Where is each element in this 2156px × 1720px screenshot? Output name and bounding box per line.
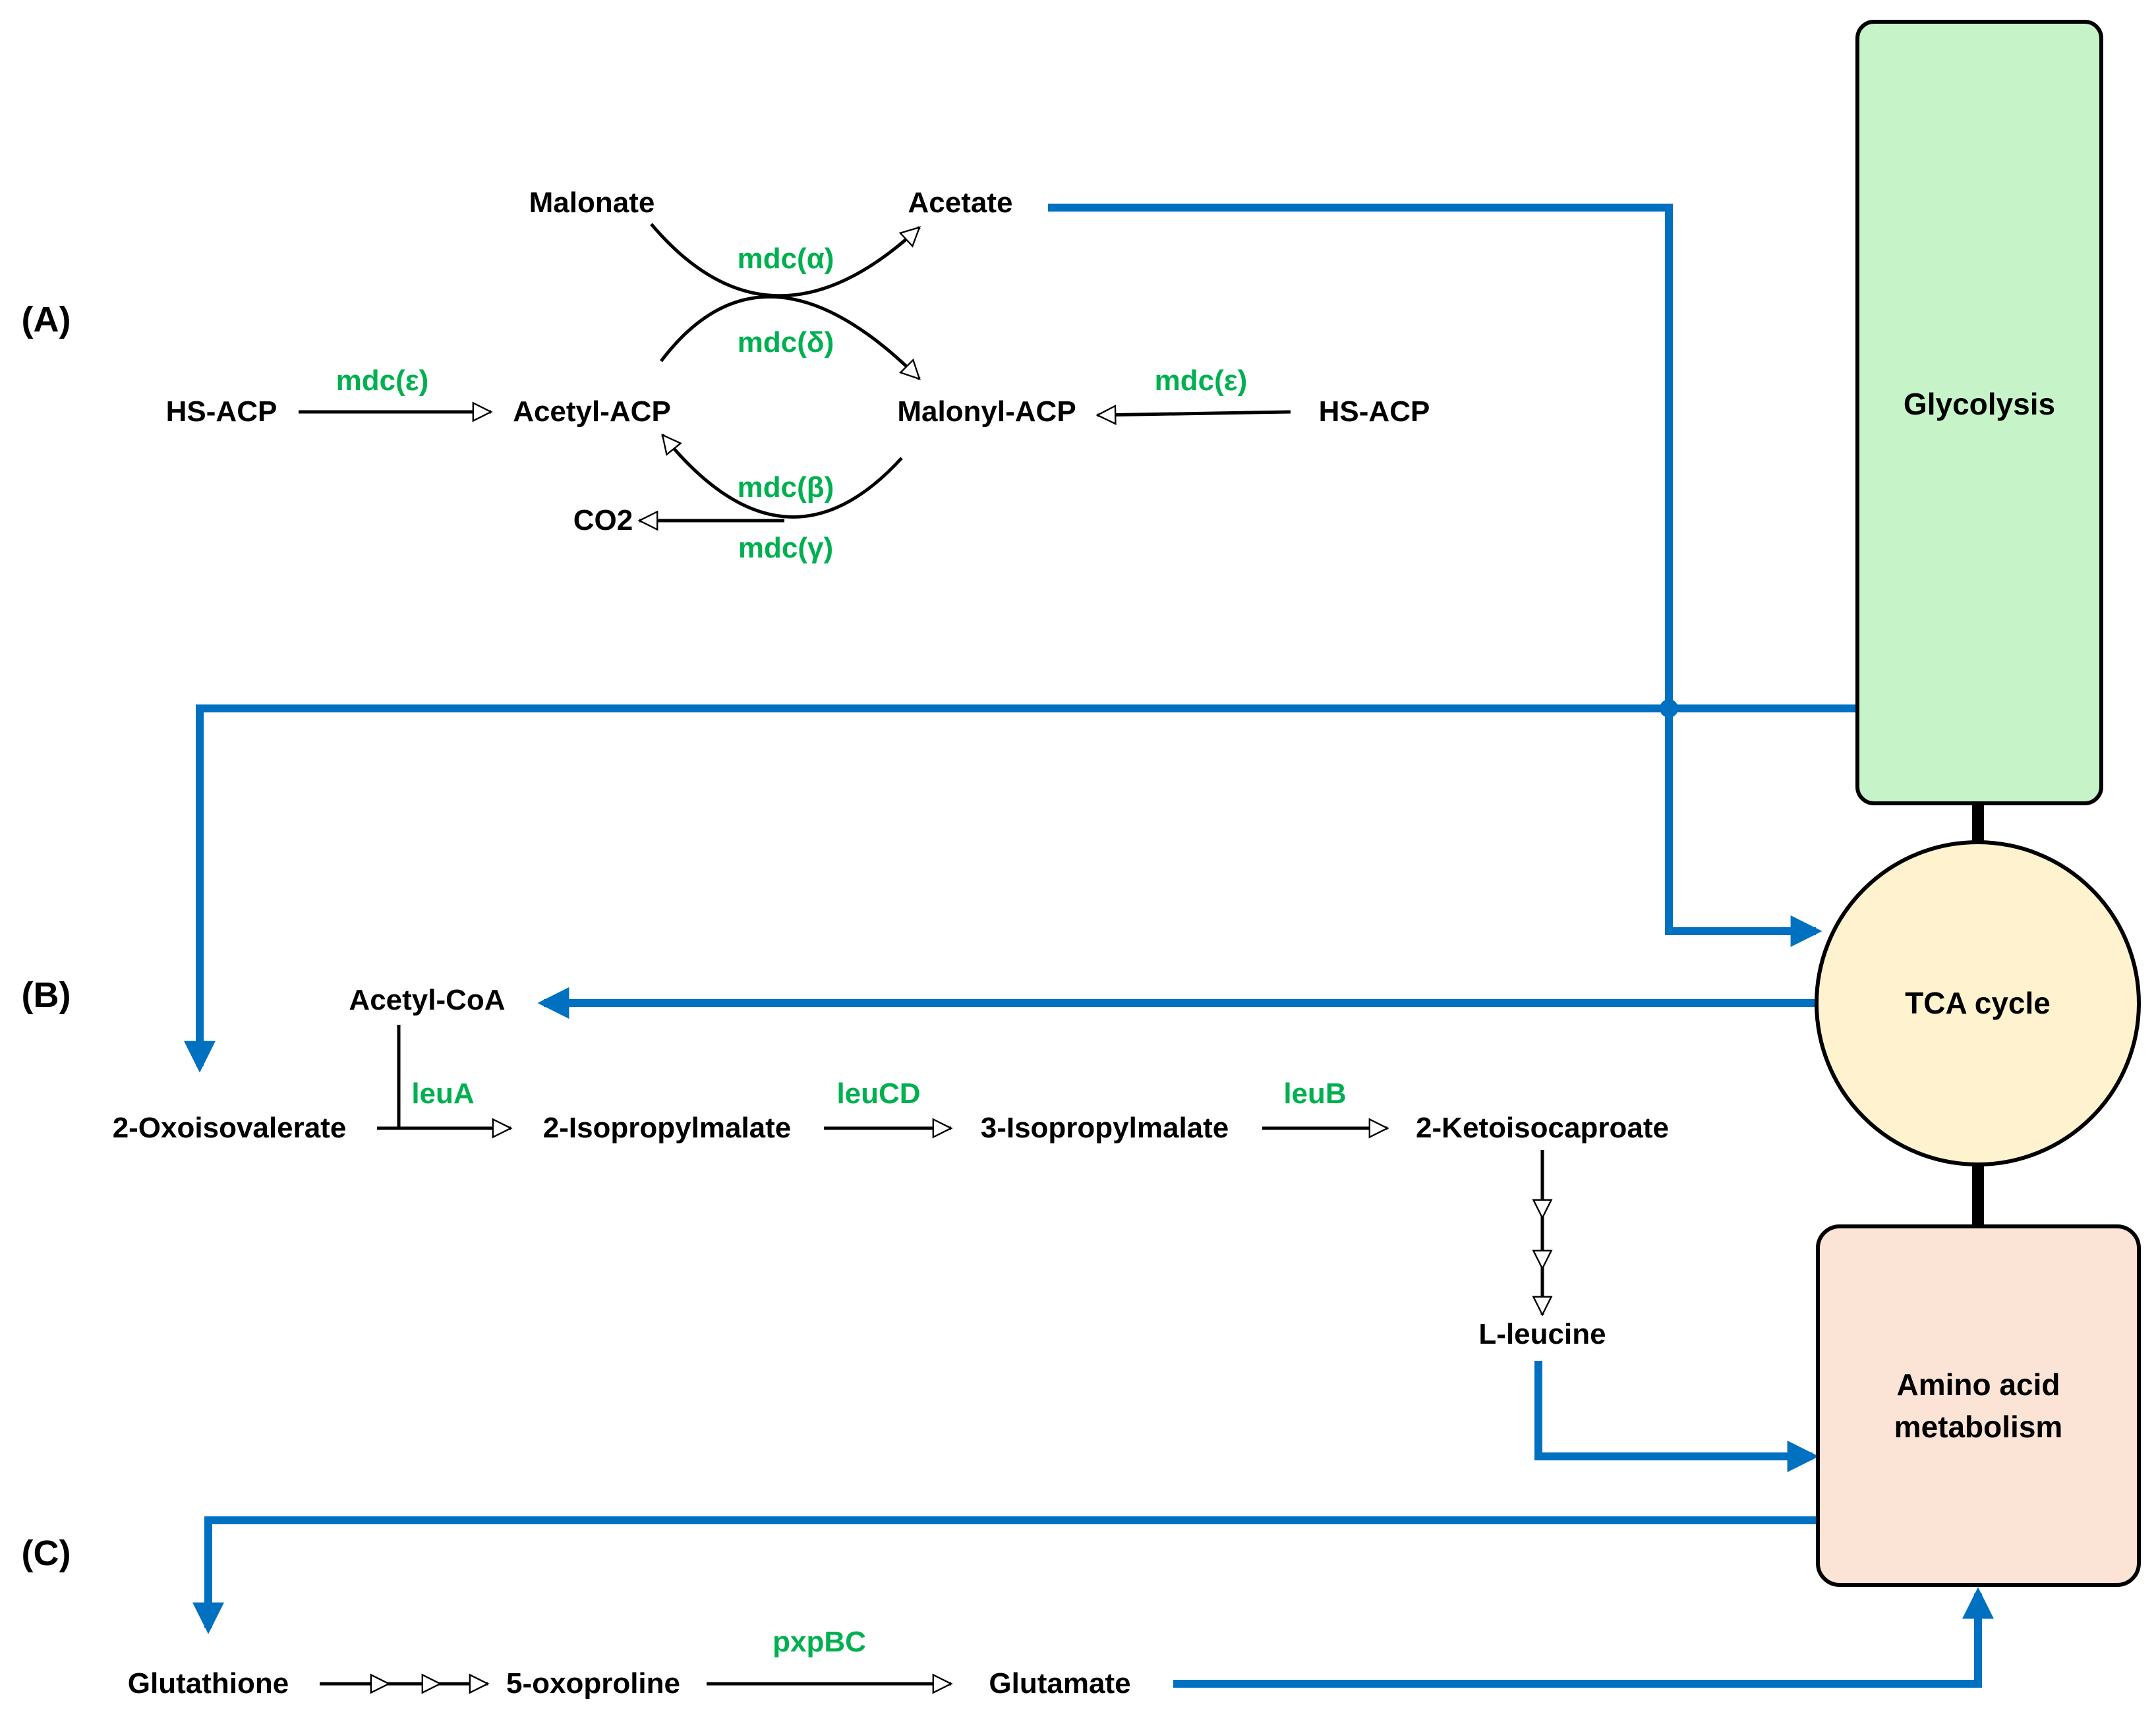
glutamate-label: Glutamate bbox=[989, 1667, 1131, 1700]
amino-acid-label-line1: Amino acid bbox=[1896, 1367, 2060, 1402]
leucd-label: leuCD bbox=[836, 1077, 921, 1110]
acetyl-coa-label: Acetyl-CoA bbox=[349, 984, 506, 1016]
acetyl-acp-label: Acetyl-ACP bbox=[513, 395, 671, 428]
amino-acid-label-line2: metabolism bbox=[1894, 1410, 2063, 1444]
oxoproline-label: 5-oxoproline bbox=[506, 1667, 681, 1700]
isopropylmalate-2-label: 2-Isopropylmalate bbox=[542, 1112, 792, 1144]
glycolysis-box: Glycolysis bbox=[1855, 20, 2103, 805]
amino-to-glutathione-flow bbox=[192, 1516, 1817, 1634]
glycolysis-to-oxoisovalerate-flow bbox=[184, 704, 1857, 1073]
hs-acp-right-label: HS-ACP bbox=[1318, 395, 1430, 428]
glutathione-label: Glutathione bbox=[127, 1667, 289, 1700]
section-b-label: (B) bbox=[21, 975, 71, 1015]
mdc-beta-label: mdc(β) bbox=[737, 471, 834, 503]
leua-label: leuA bbox=[411, 1077, 475, 1110]
amino-acid-metabolism-box: Amino acid metabolism bbox=[1816, 1224, 2141, 1587]
leub-label: leuB bbox=[1283, 1077, 1347, 1110]
flow-crossing-node bbox=[1660, 699, 1678, 718]
acetyl-to-malonyl-arc bbox=[660, 295, 921, 380]
tca-cycle-circle: TCA cycle bbox=[1815, 840, 2141, 1166]
malonate-label: Malonate bbox=[529, 186, 655, 219]
hs-acp-to-malonyl-acp-arrow bbox=[1095, 404, 1291, 426]
co2-label: CO2 bbox=[573, 504, 633, 536]
tca-cycle-label: TCA cycle bbox=[1905, 986, 2051, 1021]
oxoisovalerate-label: 2-Oxoisovalerate bbox=[112, 1112, 347, 1144]
mdc-alpha-label: mdc(α) bbox=[737, 243, 834, 275]
leucine-to-amino-flow bbox=[1534, 1361, 1819, 1472]
glutamate-to-amino-flow bbox=[1173, 1587, 1994, 1688]
mdc-epsilon-left-label: mdc(ε) bbox=[335, 364, 429, 397]
section-a-label: (A) bbox=[21, 300, 71, 339]
malonyl-to-acetyl-arc bbox=[661, 433, 903, 519]
hs-acp-left-label: HS-ACP bbox=[165, 395, 277, 428]
leucine-label: L-leucine bbox=[1478, 1318, 1606, 1350]
ketoisocaproate-label: 2-Ketoisocaproate bbox=[1416, 1112, 1669, 1144]
pxpbc-label: pxpBC bbox=[772, 1626, 866, 1658]
section-c-label: (C) bbox=[21, 1534, 71, 1573]
isopropylmalate-3-label: 3-Isopropylmalate bbox=[980, 1112, 1229, 1144]
acetate-to-tca-flow bbox=[1048, 204, 1822, 947]
acetyl-coa-to-isopropylmalate-arrow bbox=[397, 1025, 513, 1139]
acetate-label: Acetate bbox=[908, 186, 1013, 219]
mdc-gamma-label: mdc(γ) bbox=[738, 532, 834, 564]
glycolysis-label: Glycolysis bbox=[1903, 387, 2056, 421]
mdc-epsilon-right-label: mdc(ε) bbox=[1154, 364, 1248, 397]
malonyl-acp-label: Malonyl-ACP bbox=[897, 395, 1076, 428]
mdc-delta-label: mdc(δ) bbox=[737, 326, 834, 358]
